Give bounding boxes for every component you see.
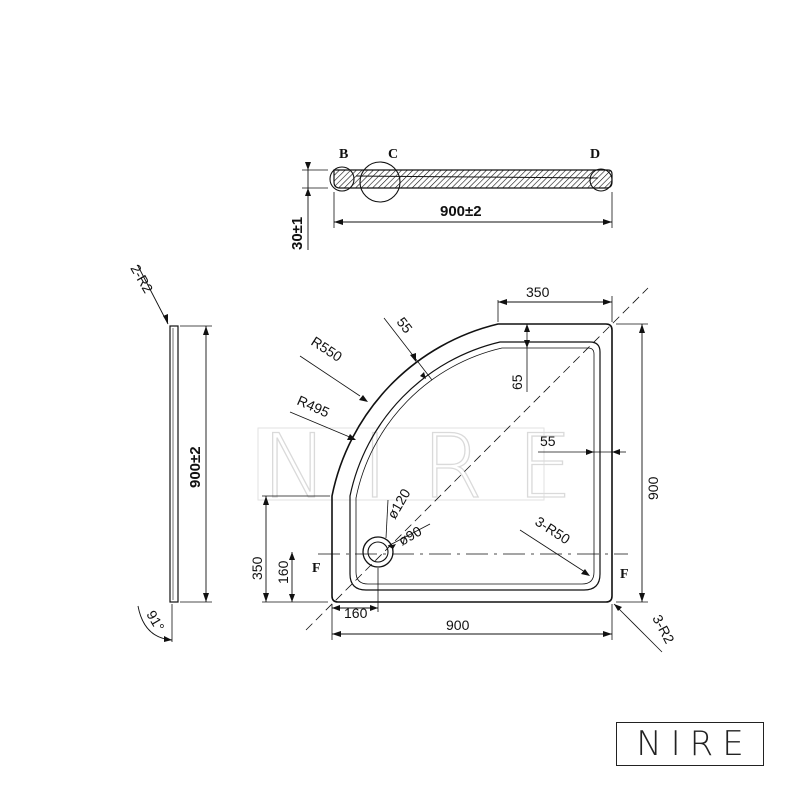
drain-inner-diameter-label: ø90	[396, 523, 425, 549]
detail-label-c: C	[388, 147, 398, 162]
brand-logo-text: NIRE	[636, 724, 753, 764]
outer-radius-label: R550	[308, 333, 345, 365]
side-width-dimension: 900±2	[333, 192, 613, 228]
left-350-label: 350	[249, 556, 265, 580]
plan-view: F F ø120 ø90 350 55 R550 R495	[249, 284, 678, 653]
detail-circle-d	[589, 168, 613, 192]
front-view-body	[169, 325, 179, 603]
section-label-right: F	[620, 567, 629, 582]
drain-inner-circle	[367, 541, 389, 563]
side-height-label: 30±1	[289, 217, 306, 250]
side-view: B C D 30±1 900±2	[289, 147, 613, 250]
plan-diagonal-centerline	[305, 287, 649, 631]
depth-65-label: 65	[509, 374, 525, 390]
front-view: 2-R2 900±2 91°	[127, 262, 212, 642]
detail-label-d: D	[590, 147, 600, 162]
front-height-label: 900±2	[187, 446, 204, 488]
left-160-label: 160	[275, 560, 291, 584]
front-angle-label: 91°	[143, 608, 167, 634]
front-corner-radius-label: 2-R2	[127, 262, 156, 296]
section-label-left: F	[312, 561, 321, 576]
side-height-dimension: 30±1	[289, 162, 328, 250]
detail-circle-c	[359, 161, 401, 203]
outer-corner-radius-label: 3-R2	[649, 612, 677, 646]
top-offset-label: 350	[526, 284, 550, 300]
drain-outer-circle	[362, 536, 394, 568]
plan-inner-outline	[349, 341, 601, 591]
bottom-900-label: 900	[446, 617, 470, 633]
plan-outer-outline	[331, 323, 613, 603]
watermark: NIRE	[257, 414, 607, 519]
side-view-body	[333, 169, 613, 189]
right-height-label: 900	[645, 476, 661, 500]
right-rim-width-label: 55	[540, 433, 556, 449]
brand-logo: NIRE	[616, 722, 764, 766]
side-width-label: 900±2	[440, 203, 482, 220]
detail-label-b: B	[339, 147, 348, 162]
top-rim-width-label: 55	[394, 314, 416, 336]
bottom-160-label: 160	[344, 605, 368, 621]
watermark-text: NIRE	[262, 415, 607, 518]
detail-circle-b	[329, 166, 355, 192]
